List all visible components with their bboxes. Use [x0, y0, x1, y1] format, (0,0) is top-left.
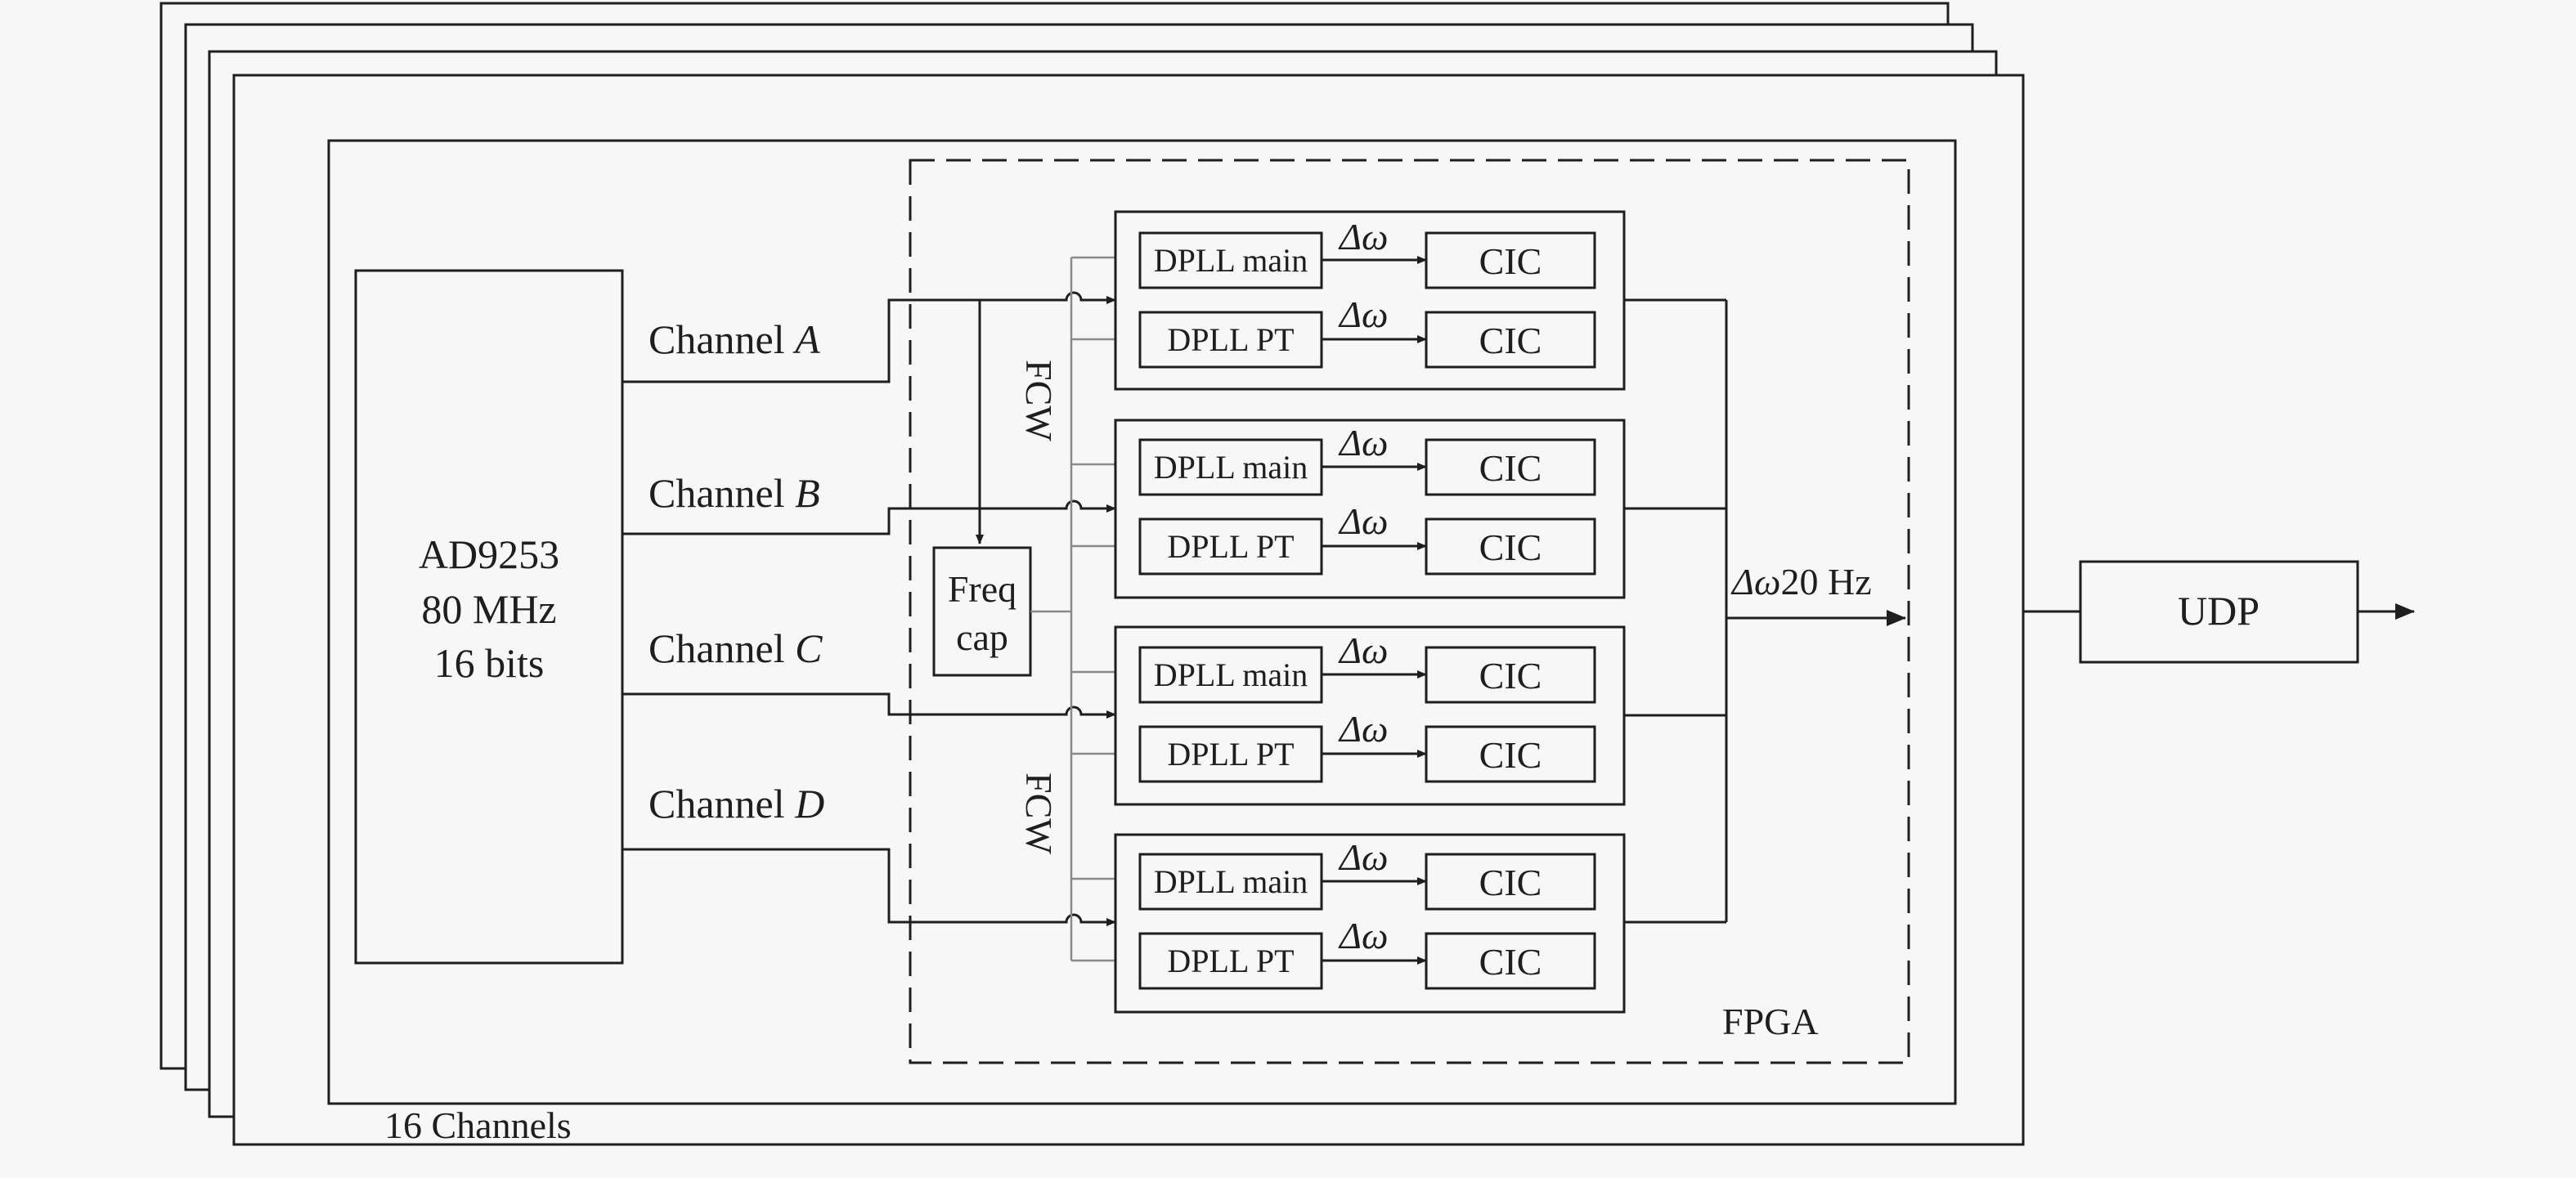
delta-omega-label-pt: Δω [1338, 708, 1388, 750]
dpll-main-label: DPLL main [1154, 656, 1308, 693]
dpll-pt-block [1138, 517, 1323, 576]
cic-block-pt [1425, 311, 1596, 369]
dpll-main-block [1138, 646, 1323, 704]
stack-channels-label: 16 Channels [384, 1104, 572, 1146]
dpll-group-3: DPLL main DPLL PT Δω Δω CIC CIC [1114, 625, 1626, 806]
dpll-group-4: DPLL main DPLL PT Δω Δω CIC CIC [1114, 833, 1626, 1014]
delta-omega-label-pt: Δω [1338, 915, 1388, 956]
cic-label-pt: CIC [1479, 734, 1542, 776]
udp-block [2079, 560, 2359, 664]
dpll-pt-label: DPLL PT [1167, 736, 1294, 773]
dpll-group-2: DPLL main DPLL PT Δω Δω CIC CIC [1114, 419, 1626, 599]
delta-omega-label-main: Δω [1338, 422, 1388, 464]
dpll-main-label: DPLL main [1154, 449, 1308, 486]
dpll-main-block [1138, 438, 1323, 496]
delta-omega-label-main: Δω [1338, 836, 1388, 878]
delta-omega-label-main: Δω [1338, 629, 1388, 671]
channel-b-label: Channel B [648, 470, 820, 516]
dpll-pt-label: DPLL PT [1167, 943, 1294, 979]
adc-block [354, 269, 624, 965]
fpga-region [909, 159, 1910, 1064]
cic-label-pt: CIC [1479, 941, 1542, 983]
cic-label-main: CIC [1479, 447, 1542, 489]
channel-a-label: Channel A [648, 316, 820, 362]
cic-label-main: CIC [1479, 655, 1542, 696]
cic-label-pt: CIC [1479, 320, 1542, 361]
adc-bits: 16 bits [434, 640, 545, 686]
cic-block-pt [1425, 517, 1596, 576]
channel-c-label: Channel C [648, 625, 823, 671]
cic-block-main [1425, 646, 1596, 704]
freq-cap-label-2: cap [956, 616, 1008, 658]
dpll-main-label: DPLL main [1154, 242, 1308, 279]
dpll-main-block [1138, 231, 1323, 289]
cic-label-pt: CIC [1479, 526, 1542, 568]
delta-omega-label-main: Δω [1338, 216, 1388, 258]
dpll-pt-block [1138, 725, 1323, 783]
freq-cap-block [932, 546, 1032, 677]
cic-block-main [1425, 231, 1596, 289]
output-rate-label: Δω20 Hz [1730, 561, 1872, 602]
cic-label-main: CIC [1479, 862, 1542, 903]
adc-model: AD9253 [419, 531, 559, 577]
fcw-label-top: FCW [1018, 360, 1060, 441]
fpga-label: FPGA [1722, 1001, 1819, 1042]
delta-omega-label-pt: Δω [1338, 293, 1388, 335]
cic-block-main [1425, 438, 1596, 496]
channel-d-label: Channel D [648, 781, 824, 826]
dpll-pt-label: DPLL PT [1167, 528, 1294, 565]
dpll-group-1: DPLL main DPLL PT Δω Δω CIC CIC [1114, 210, 1626, 391]
adc-rate: 80 MHz [421, 586, 556, 632]
cic-block-main [1425, 853, 1596, 911]
dpll-main-block [1138, 853, 1323, 911]
cic-block-pt [1425, 725, 1596, 783]
dpll-pt-label: DPLL PT [1167, 321, 1294, 358]
udp-label: UDP [2178, 588, 2260, 634]
freq-cap-label-1: Freq [948, 568, 1016, 610]
delta-omega-label-pt: Δω [1338, 500, 1388, 542]
dpll-main-label: DPLL main [1154, 863, 1308, 900]
fcw-label-bottom: FCW [1018, 773, 1060, 854]
cic-block-pt [1425, 932, 1596, 990]
cic-label-main: CIC [1479, 240, 1542, 282]
